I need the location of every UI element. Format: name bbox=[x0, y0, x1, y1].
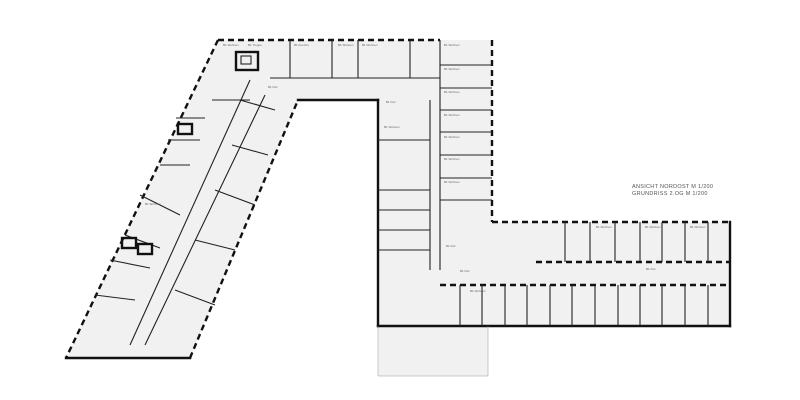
room-label: B1 Flur bbox=[446, 244, 456, 248]
room-label: B1 Treppe bbox=[248, 43, 262, 47]
stair-annex-floor bbox=[378, 326, 488, 376]
diagonal-wing-inner-wall bbox=[188, 99, 300, 359]
room-label: B1 Wohnen bbox=[645, 225, 661, 229]
room-label: B1 Wohnen bbox=[444, 113, 460, 117]
room-label: B1 Wohnen bbox=[444, 135, 460, 139]
room-label: B1 Wohnen bbox=[596, 225, 612, 229]
room-label: B1 Wohnen bbox=[444, 90, 460, 94]
room-labels: B1 Wohnen B1 Treppe B1 Kueche B1 Flur B1… bbox=[145, 43, 706, 293]
caption-view: ANSICHT NORDOST M 1/200 bbox=[632, 184, 714, 190]
room-label: B1 Kueche bbox=[294, 43, 309, 47]
diagonal-corridor-line-b bbox=[144, 94, 266, 346]
room-label: B1 Wohnen bbox=[690, 225, 706, 229]
room-label: B1 Flur bbox=[646, 267, 656, 271]
room-label: B1 Wohnen bbox=[444, 157, 460, 161]
stair-core-inner bbox=[240, 55, 252, 65]
room-label: B1 Flur bbox=[386, 100, 396, 104]
room-label: B1 Wohnen bbox=[384, 125, 400, 129]
room-label: B1 Flur bbox=[460, 269, 470, 273]
right-wing-partitions bbox=[459, 222, 709, 326]
room-label: B1 Wohnen bbox=[444, 67, 460, 71]
room-label: B1 Wohnen bbox=[338, 43, 354, 47]
diagonal-wing-outer-wall bbox=[64, 39, 220, 359]
diagonal-corridor-line-a bbox=[129, 79, 251, 346]
room-label: B1 Flur bbox=[268, 85, 278, 89]
room-label: B1 Wohnen bbox=[444, 43, 460, 47]
diagonal-wing-partitions bbox=[94, 99, 276, 306]
room-label: B1 Wohnen bbox=[223, 43, 239, 47]
stair-annex-outline bbox=[377, 326, 489, 377]
stair-core-top bbox=[234, 50, 260, 72]
caption-plan: GRUNDRISS 2.OG M 1/200 bbox=[632, 191, 708, 197]
diagonal-wing-floor bbox=[66, 40, 330, 358]
room-label: B1 Wohnen bbox=[444, 180, 460, 184]
room-label: B1 Wohnen bbox=[470, 289, 486, 293]
room-label: B1 Wohnen bbox=[362, 43, 378, 47]
room-label: B1 Wohnen bbox=[145, 202, 161, 206]
right-wing-floor bbox=[492, 222, 730, 326]
